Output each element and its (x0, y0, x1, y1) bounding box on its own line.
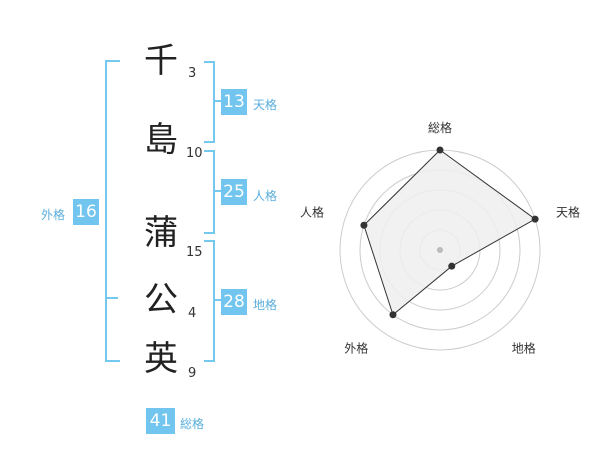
stroke-count-5: 9 (188, 366, 197, 381)
chikaku-bracket (204, 240, 215, 362)
jinkaku-connector (213, 190, 221, 192)
radar-axis-label-4: 外格 (344, 341, 368, 356)
jinkaku-bracket (204, 150, 215, 234)
radar-axis-label-5: 人格 (300, 204, 324, 219)
tenkaku-value-box: 13 (221, 89, 247, 115)
name-char-3: 蒲 (144, 213, 178, 253)
name-char-4: 公 (144, 280, 178, 320)
name-char-1: 千 (144, 41, 178, 81)
chikaku-connector (213, 299, 221, 301)
chikaku-label: 地格 (253, 298, 278, 312)
radar-center-dot (437, 247, 443, 253)
radar-point-3 (448, 262, 456, 270)
gaikaku-label: 外格 (41, 208, 66, 222)
name-char-5: 英 (144, 339, 178, 379)
tenkaku-label: 天格 (253, 98, 278, 112)
radar-axis-label-1: 総格 (428, 120, 452, 135)
radar-point-1 (436, 146, 444, 154)
stroke-count-1: 3 (188, 66, 197, 81)
tenkaku-bracket (204, 61, 215, 143)
radar-axis-label-3: 地格 (512, 341, 536, 356)
jinkaku-value-box: 25 (221, 179, 247, 205)
gaikaku-split-mark (105, 297, 118, 299)
radar-point-5 (360, 221, 368, 229)
gaikaku-bracket (105, 60, 120, 362)
radar-axis-label-2: 天格 (556, 204, 580, 219)
soukaku-value-box: 41 (146, 408, 175, 434)
chikaku-value-box: 28 (221, 289, 247, 315)
gaikaku-value-box: 16 (73, 199, 99, 225)
stroke-count-2: 10 (186, 146, 203, 161)
name-char-2: 島 (144, 120, 178, 160)
radar-point-4 (389, 311, 397, 319)
radar-series-area (363, 149, 537, 316)
stroke-count-4: 4 (188, 306, 197, 321)
jinkaku-label: 人格 (253, 189, 278, 203)
soukaku-label: 総格 (180, 417, 205, 431)
radar-point-2 (531, 215, 539, 223)
stroke-count-3: 15 (186, 245, 203, 260)
tenkaku-connector (213, 100, 221, 102)
